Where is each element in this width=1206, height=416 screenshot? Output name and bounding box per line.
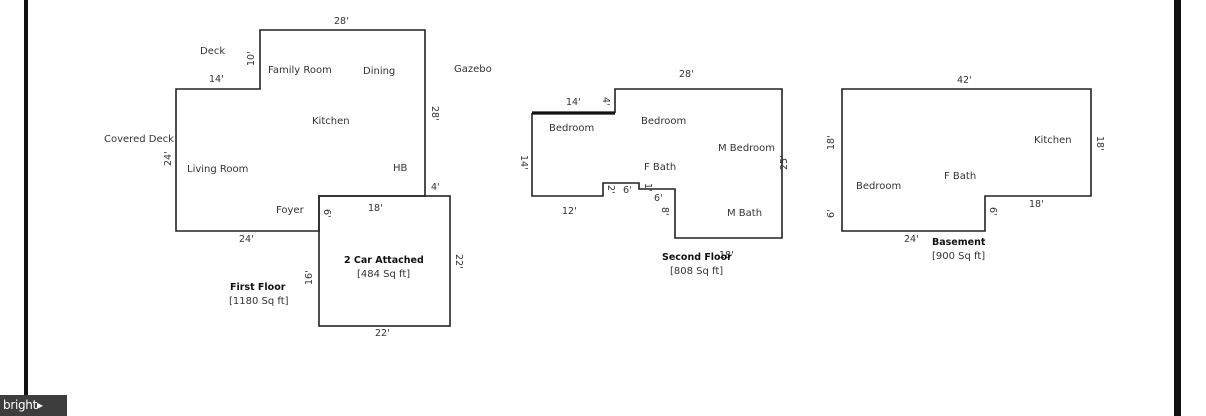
dim-garage-top: 18' xyxy=(368,203,383,214)
second-floor-title: Second Floor xyxy=(662,252,732,263)
dim-garage-bottom: 22' xyxy=(375,328,390,339)
dim-garage-left: 16' xyxy=(304,270,315,285)
dim-second-bottom-left: 12' xyxy=(562,206,577,217)
basement-area: [900 Sq ft] xyxy=(932,251,985,262)
dim-first-right: 28' xyxy=(429,106,440,121)
basement-title: Basement xyxy=(932,237,986,248)
room-covered-deck: Covered Deck xyxy=(104,134,174,145)
dim-basement-top: 42' xyxy=(957,75,972,86)
dim-second-inner: 6' xyxy=(654,193,663,204)
dim-basement-left-upper: 18' xyxy=(826,135,837,150)
dim-first-right-jog: 4' xyxy=(431,182,440,193)
room-basement-kitchen: Kitchen xyxy=(1034,135,1072,146)
room-foyer: Foyer xyxy=(276,205,305,216)
room-basement-full-bath: F Bath xyxy=(944,171,976,182)
dim-first-deck-width: 14' xyxy=(209,74,224,85)
garage-area: [484 Sq ft] xyxy=(357,269,410,280)
room-gazebo: Gazebo xyxy=(454,64,492,75)
room-kitchen: Kitchen xyxy=(312,116,350,127)
dim-second-upper-left: 14' xyxy=(566,97,581,108)
frame-right-border xyxy=(1174,0,1181,416)
room-living-room: Living Room xyxy=(187,164,248,175)
dim-second-lower-drop: 8' xyxy=(659,207,670,216)
dim-second-notch-drop: 1' xyxy=(642,183,653,192)
brand-watermark: bright▸ xyxy=(0,395,67,416)
room-bedroom-2: Bedroom xyxy=(641,116,686,127)
dim-basement-bottom-left: 24' xyxy=(904,234,919,245)
dim-first-foyer-jog: 6' xyxy=(321,209,332,218)
first-floor-title: First Floor xyxy=(230,282,286,293)
second-floor-outline xyxy=(531,88,783,239)
first-floor-area: [1180 Sq ft] xyxy=(229,296,289,307)
room-deck: Deck xyxy=(200,46,225,57)
dim-basement-notch: 6' xyxy=(987,207,998,216)
dim-second-left: 14' xyxy=(518,155,529,170)
dim-garage-right: 22' xyxy=(453,254,464,269)
dim-basement-bottom-right: 18' xyxy=(1029,199,1044,210)
dim-first-top: 28' xyxy=(334,16,349,27)
dim-first-bottom: 24' xyxy=(239,234,254,245)
dim-basement-left-lower: 6' xyxy=(826,209,837,218)
dim-second-notch-width: 6' xyxy=(623,185,632,196)
dim-second-top: 28' xyxy=(679,69,694,80)
room-half-bath: HB xyxy=(393,163,408,174)
garage-title: 2 Car Attached xyxy=(344,255,424,266)
room-bedroom-1: Bedroom xyxy=(549,123,594,134)
dim-basement-right: 18' xyxy=(1094,136,1105,151)
room-master-bath: M Bath xyxy=(727,208,762,219)
first-floor-outline xyxy=(175,29,426,232)
room-dining: Dining xyxy=(363,66,395,77)
room-full-bath: F Bath xyxy=(644,162,676,173)
room-basement-bedroom: Bedroom xyxy=(856,181,901,192)
frame-left-border xyxy=(24,0,28,416)
dim-first-deck-depth: 10' xyxy=(246,51,257,66)
basement-outline xyxy=(841,88,1092,232)
garage-outline xyxy=(318,195,451,327)
dim-second-bottom-right: 18' xyxy=(719,250,734,261)
room-family-room: Family Room xyxy=(268,65,332,76)
dim-second-right: 25' xyxy=(779,155,790,170)
dim-second-step-up: 4' xyxy=(600,97,611,106)
second-floor-area: [808 Sq ft] xyxy=(670,266,723,277)
dim-first-left: 24' xyxy=(163,151,174,166)
dim-second-notch-rise: 2' xyxy=(605,185,616,194)
room-master-bedroom: M Bedroom xyxy=(718,143,775,154)
